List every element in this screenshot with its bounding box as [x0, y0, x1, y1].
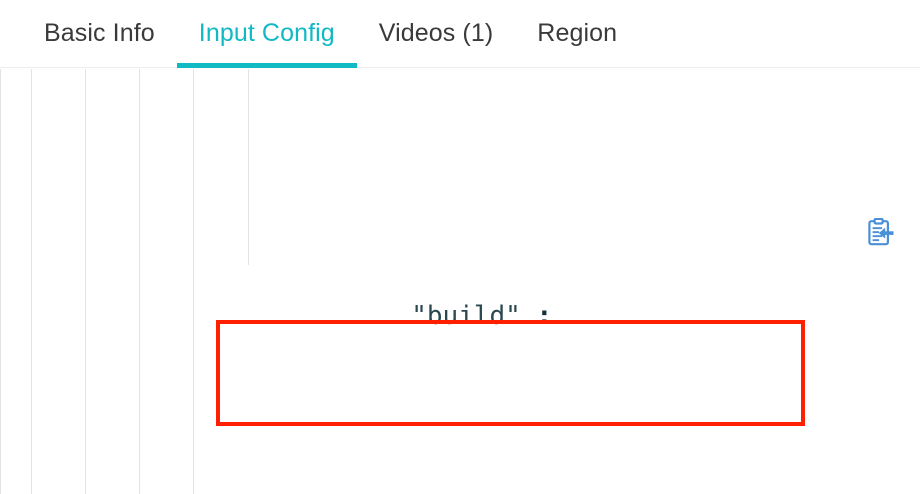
- json-line-build-value[interactable]: string "SSL certificates Using Selenium: [0, 454, 920, 494]
- json-code: "build" : string "SSL certificates Using…: [0, 69, 920, 494]
- json-colon-build: :: [536, 301, 553, 331]
- tab-basic-info-label: Basic Info: [44, 19, 155, 47]
- paste-clipboard-icon[interactable]: [868, 217, 894, 246]
- json-line-build-key[interactable]: "build" :: [0, 234, 920, 331]
- tab-input-config[interactable]: Input Config: [176, 0, 357, 68]
- tab-bar: Basic Info Input Config Videos (1) Regio…: [0, 0, 920, 68]
- tab-input-config-label: Input Config: [198, 19, 335, 47]
- tab-region-label: Region: [537, 19, 618, 47]
- json-key-build: "build": [411, 301, 521, 331]
- json-config-viewer[interactable]: "build" : string "SSL certificates Using…: [0, 69, 920, 494]
- tab-videos[interactable]: Videos (1): [357, 0, 516, 68]
- tab-videos-label: Videos (1): [378, 19, 494, 47]
- tab-region[interactable]: Region: [515, 0, 639, 68]
- tab-basic-info[interactable]: Basic Info: [22, 0, 177, 68]
